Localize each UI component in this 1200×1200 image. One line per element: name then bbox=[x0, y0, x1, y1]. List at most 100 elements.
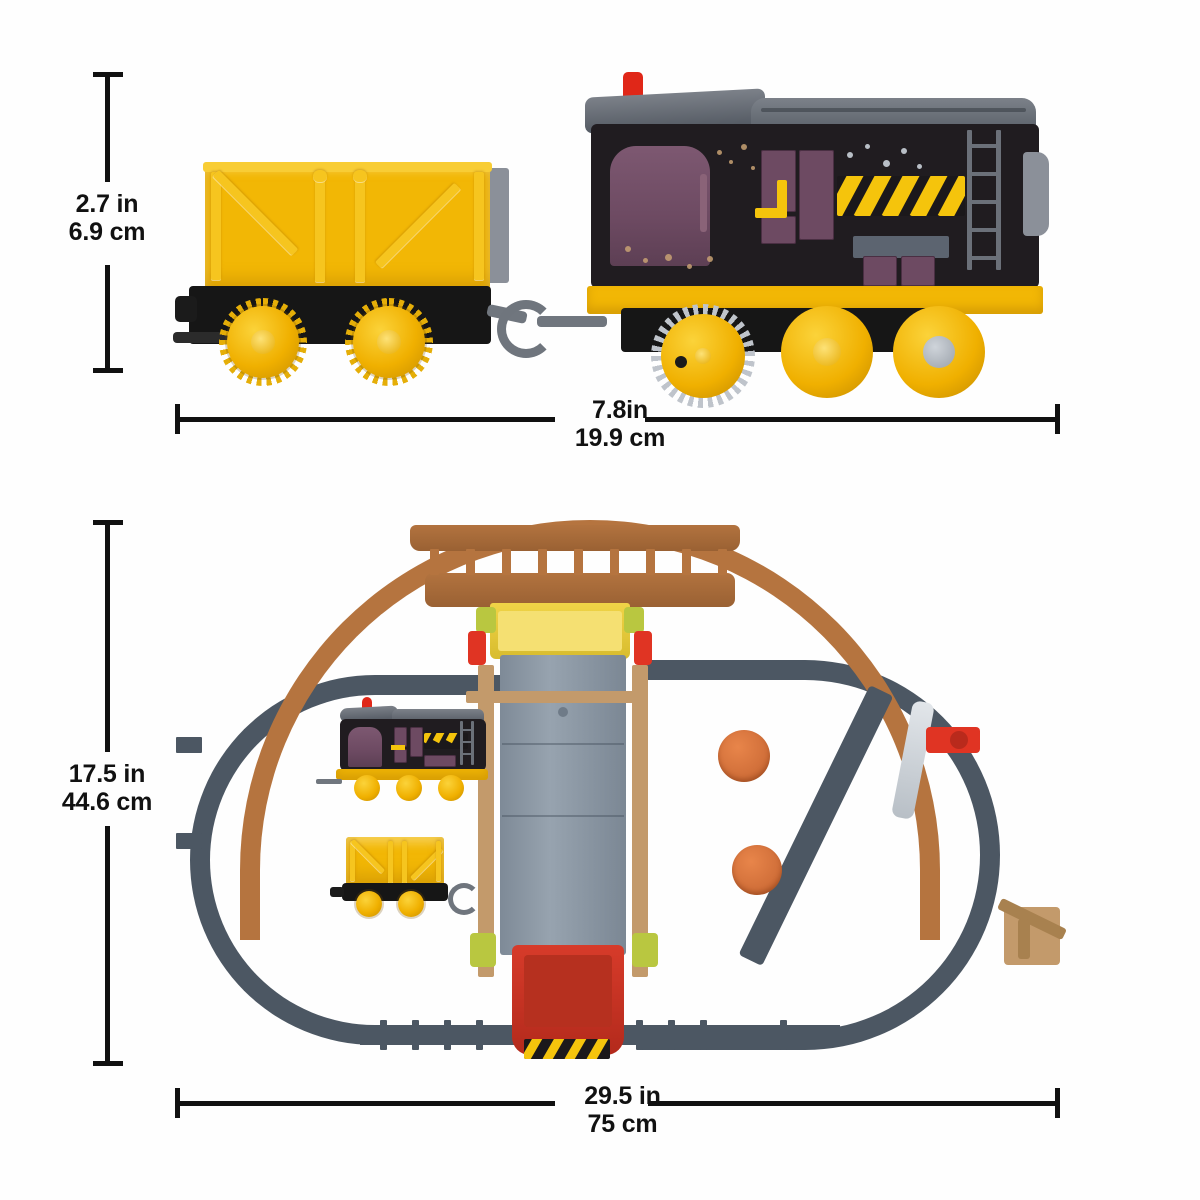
grey-tie bbox=[444, 1020, 451, 1050]
top-width-line-right bbox=[645, 417, 1060, 422]
cargo-disc-2 bbox=[732, 845, 782, 895]
mini-panel-2 bbox=[394, 749, 407, 763]
dirt-speck bbox=[625, 246, 631, 252]
top-height-line-upper bbox=[105, 72, 110, 182]
wagon-top-rim bbox=[203, 162, 492, 172]
grey-tie bbox=[668, 1020, 675, 1050]
grey-tie bbox=[476, 1020, 483, 1050]
mini-wagon-wheel-2 bbox=[398, 891, 424, 917]
mini-chassis bbox=[336, 769, 488, 780]
brown-tie bbox=[574, 549, 583, 575]
hopper-green-clip-left bbox=[476, 607, 496, 633]
cab-door-handle bbox=[700, 174, 707, 232]
mini-lower-panel bbox=[424, 755, 456, 767]
chute-inner bbox=[524, 955, 612, 1027]
top-height-line-lower bbox=[105, 265, 110, 373]
top-width-cap-right bbox=[1055, 404, 1060, 434]
wagon-front-bar bbox=[173, 332, 233, 343]
mini-wheel-1 bbox=[354, 775, 380, 801]
bottom-width-label: 29.5 in 75 cm bbox=[540, 1082, 705, 1138]
lower-panel-2 bbox=[901, 256, 935, 286]
bottom-width-line-right bbox=[648, 1101, 1060, 1106]
bottom-height-cap-lower bbox=[93, 1061, 123, 1066]
bottom-height-inches: 17.5 in bbox=[68, 760, 146, 788]
wagon-post-2 bbox=[355, 172, 365, 282]
dirt-speck bbox=[643, 258, 648, 263]
top-width-label: 7.8in 19.9 cm bbox=[540, 396, 700, 452]
hopper-red-tab-right bbox=[634, 631, 652, 665]
grey-tie bbox=[780, 1020, 787, 1050]
dirt-speck bbox=[751, 166, 755, 170]
hopper-inner bbox=[498, 611, 622, 651]
brown-tie bbox=[718, 549, 727, 575]
wagon-post-cap-2 bbox=[353, 170, 367, 182]
loco-hub-1 bbox=[695, 348, 711, 364]
brown-tie bbox=[682, 549, 691, 575]
coupling-hook bbox=[497, 300, 555, 358]
hood-yellow-mark-1 bbox=[755, 208, 787, 218]
brown-tie bbox=[502, 549, 511, 575]
ladder-icon bbox=[967, 130, 1001, 270]
spark-speck bbox=[901, 148, 907, 154]
brown-tie bbox=[646, 549, 655, 575]
mini-yellow-mark bbox=[391, 745, 405, 750]
tower-green-clip-right bbox=[632, 933, 658, 967]
playset-wagon bbox=[330, 833, 480, 917]
mini-wagon-wheel-1 bbox=[356, 891, 382, 917]
tower-green-clip-left bbox=[470, 933, 496, 967]
buffer-post bbox=[1018, 919, 1030, 959]
lower-panel-1 bbox=[863, 256, 897, 286]
loco-hub-2 bbox=[813, 338, 841, 366]
loco-wheel-dot bbox=[675, 356, 687, 368]
track-mount-tab bbox=[176, 833, 202, 849]
mini-panel-1 bbox=[394, 727, 407, 747]
bridge-rock-top bbox=[410, 525, 740, 551]
wagon-post-cap-1 bbox=[313, 170, 327, 182]
bottom-width-inches: 29.5 in bbox=[584, 1082, 661, 1110]
track-mount-tab bbox=[176, 737, 202, 753]
spark-speck bbox=[865, 144, 870, 149]
bottom-height-line-lower bbox=[105, 826, 110, 1066]
spark-speck bbox=[917, 164, 922, 169]
wagon-post-1 bbox=[315, 172, 325, 282]
mini-panel-3 bbox=[410, 727, 423, 757]
bottom-width-line-left bbox=[175, 1101, 555, 1106]
switch-red-knob[interactable] bbox=[950, 731, 968, 749]
cargo-disc-1 bbox=[718, 730, 770, 782]
grey-tie bbox=[412, 1020, 419, 1050]
tower-seam bbox=[502, 743, 624, 745]
wagon-hub-2 bbox=[377, 330, 401, 354]
dirt-speck bbox=[687, 264, 692, 269]
top-width-line-left bbox=[175, 417, 555, 422]
playset-locomotive bbox=[316, 695, 488, 801]
brown-tie bbox=[430, 549, 439, 575]
bottom-height-line-upper bbox=[105, 520, 110, 752]
tower-crossbeam bbox=[466, 691, 646, 703]
dirt-speck bbox=[717, 150, 722, 155]
loco-hub-3 bbox=[923, 336, 955, 368]
dirt-speck bbox=[741, 144, 747, 150]
bridge-rock-bottom bbox=[425, 573, 735, 607]
tower-post-right bbox=[632, 665, 648, 977]
wagon-front-buffer bbox=[175, 296, 197, 322]
tower-seam bbox=[502, 815, 624, 817]
loco-front-bar bbox=[537, 316, 607, 327]
bottom-width-cm: 75 cm bbox=[587, 1110, 658, 1138]
wagon-body bbox=[205, 164, 490, 289]
spark-speck bbox=[883, 160, 890, 167]
bottom-height-cm: 44.6 cm bbox=[61, 788, 153, 816]
hopper-green-clip-right bbox=[624, 607, 644, 633]
mini-wagon-rib-2 bbox=[436, 841, 441, 881]
mini-red-button bbox=[362, 697, 372, 709]
grey-tie bbox=[380, 1020, 387, 1050]
dirt-speck bbox=[665, 254, 672, 261]
brown-tie bbox=[610, 549, 619, 575]
mini-wheel-3 bbox=[438, 775, 464, 801]
nose-cap bbox=[1023, 152, 1049, 236]
grey-tie bbox=[700, 1020, 707, 1050]
red-button-icon bbox=[623, 72, 643, 98]
cargo-tower bbox=[500, 655, 626, 955]
bottom-width-cap-right bbox=[1055, 1088, 1060, 1118]
hood-panel-3 bbox=[761, 216, 796, 244]
diesel-locomotive bbox=[537, 68, 1050, 408]
